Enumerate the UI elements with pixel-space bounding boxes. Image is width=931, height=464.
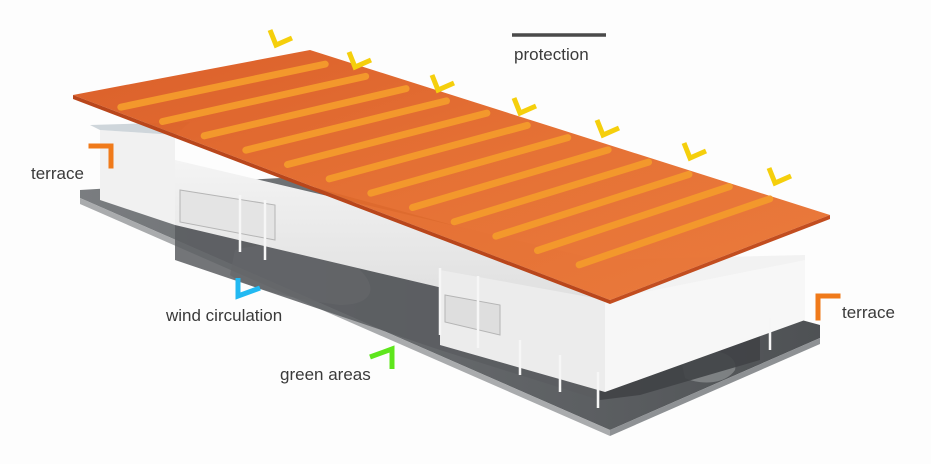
protection-label: protection	[514, 45, 589, 64]
roof-beam	[450, 158, 653, 226]
roof-beam	[242, 97, 450, 154]
terrace-right-label: terrace	[842, 303, 895, 322]
sun-markers	[267, 29, 793, 187]
wind-chevron-icon	[235, 278, 261, 300]
roof-beam	[325, 121, 531, 183]
terrace-corner-icon	[815, 293, 841, 321]
roof-beams	[117, 60, 774, 269]
green-area-chevron-icon	[369, 345, 395, 369]
roof-beam	[492, 170, 693, 240]
terrace-corner-icon	[88, 143, 114, 169]
sun-ray-chevron-icon	[267, 29, 294, 49]
roof-beam	[159, 72, 370, 125]
terrace-left-label: terrace	[31, 164, 84, 183]
roof-beam	[367, 134, 572, 197]
wind-circulation-label: wind circulation	[166, 306, 283, 325]
sun-ray-chevron-icon	[681, 142, 708, 162]
sun-ray-chevron-icon	[429, 74, 456, 94]
roof-beam	[409, 146, 612, 211]
sun-ray-chevron-icon	[346, 51, 373, 71]
sun-ray-chevron-icon	[511, 97, 538, 117]
roof-beam	[284, 109, 491, 168]
columns	[238, 195, 772, 408]
roof-beam	[534, 183, 733, 254]
sun-ray-chevron-icon	[594, 119, 621, 139]
green-areas-label: green areas	[280, 365, 371, 384]
roof-beam	[117, 60, 329, 111]
roof-beam	[575, 195, 774, 269]
roof-beam	[200, 85, 410, 140]
roof	[73, 50, 830, 304]
sun-ray-chevron-icon	[766, 167, 793, 187]
